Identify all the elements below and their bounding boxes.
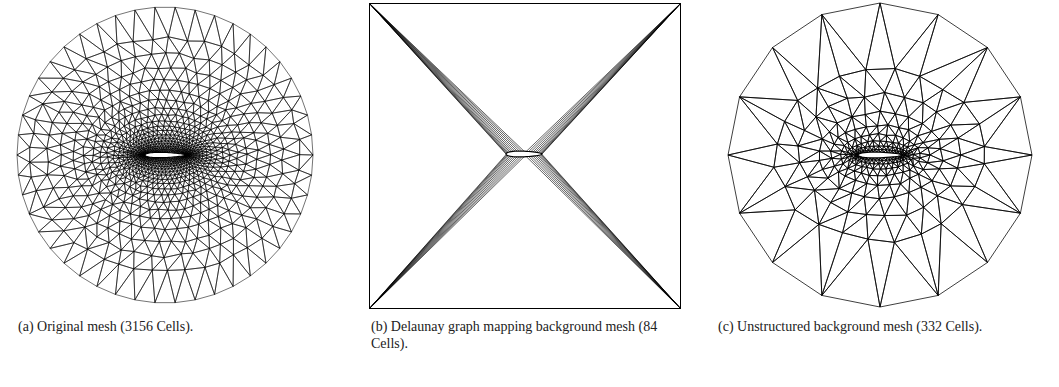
subfigure-caption: (c) Unstructured background mesh (332 Ce… — [718, 318, 1048, 335]
subfigure-caption: (b) Delaunay graph mapping background me… — [371, 318, 671, 352]
fan-edges — [370, 4, 681, 309]
airfoil — [145, 152, 185, 157]
airfoil — [858, 152, 902, 158]
mesh-cells — [17, 7, 313, 302]
delaunay-background-mesh — [370, 4, 681, 309]
original-mesh — [17, 7, 313, 302]
unstructured-background-mesh — [728, 3, 1032, 307]
subfigure-caption: (a) Original mesh (3156 Cells). — [18, 318, 338, 335]
mesh-cells — [728, 3, 1032, 307]
domain-square — [370, 4, 681, 309]
airfoil — [506, 151, 542, 157]
